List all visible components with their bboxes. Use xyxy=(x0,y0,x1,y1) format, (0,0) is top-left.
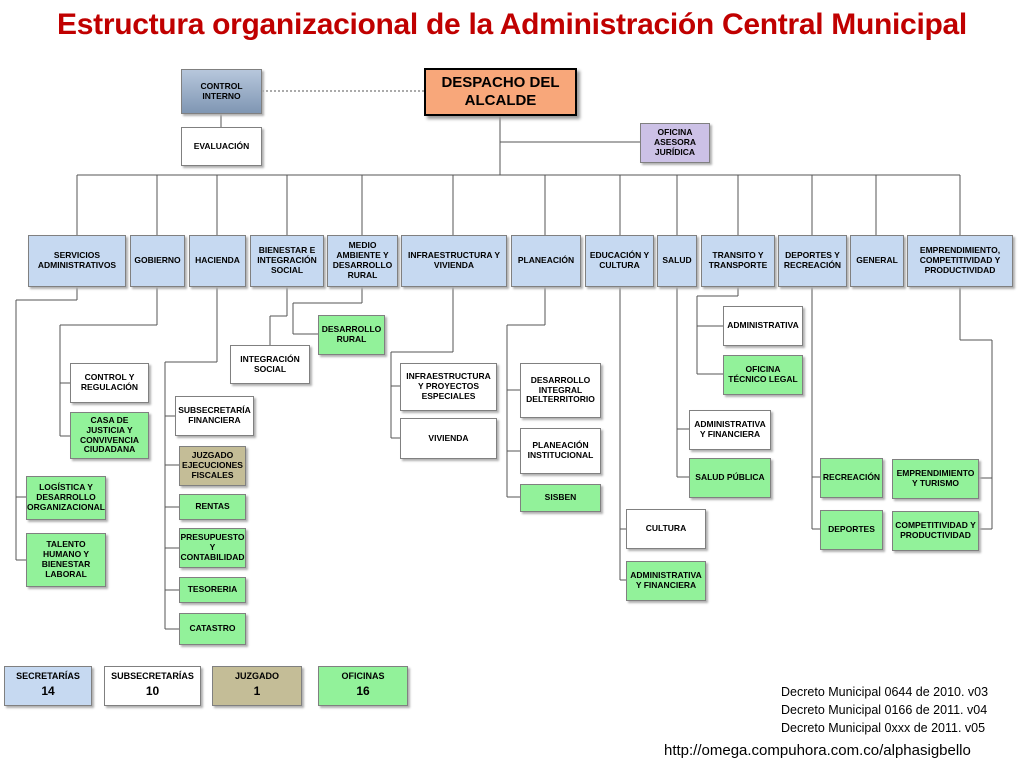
box-sec-gobierno: GOBIERNO xyxy=(130,235,185,287)
box-catastro: CATASTRO xyxy=(179,613,246,645)
box-emprendimiento-turismo: EMPRENDIMIENTO Y TURISMO xyxy=(892,459,979,499)
legend-label: JUZGADO xyxy=(234,671,279,681)
box-recreacion: RECREACIÓN xyxy=(820,458,883,498)
box-administrativa-transito: ADMINISTRATIVA xyxy=(723,306,803,346)
box-evaluacion: EVALUACIÓN xyxy=(181,127,262,166)
page-title: Estructura organizacional de la Administ… xyxy=(57,8,967,41)
legend-juzgado: JUZGADO 1 xyxy=(212,666,302,706)
box-sec-salud: SALUD xyxy=(657,235,697,287)
box-planeacion-institucional: PLANEACIÓN INSTITUCIONAL xyxy=(520,428,601,474)
box-adm-financiera-educacion: ADMINISTRATIVA Y FINANCIERA xyxy=(626,561,706,601)
box-adm-financiera-salud: ADMINISTRATIVA Y FINANCIERA xyxy=(689,410,771,450)
decree-line: Decreto Municipal 0166 de 2011. v04 xyxy=(781,703,988,717)
legend-secretarias: SECRETARÍAS 14 xyxy=(4,666,92,706)
box-sec-bienestar: BIENESTAR E INTEGRACIÓN SOCIAL xyxy=(250,235,324,287)
decree-notes: Decreto Municipal 0644 de 2010. v03 Decr… xyxy=(781,683,988,737)
legend-oficinas: OFICINAS 16 xyxy=(318,666,408,706)
box-rentas: RENTAS xyxy=(179,494,246,520)
legend-label: SUBSECRETARÍAS xyxy=(111,671,194,681)
box-sec-educacion: EDUCACIÓN Y CULTURA xyxy=(585,235,654,287)
box-integracion-social: INTEGRACIÓN SOCIAL xyxy=(230,345,310,384)
box-sec-emprendimiento: EMPRENDIMIENTO, COMPETITIVIDAD Y PRODUCT… xyxy=(907,235,1013,287)
box-sec-general: GENERAL xyxy=(850,235,904,287)
box-subsecretaria-financiera: SUBSECRETARÍA FINANCIERA xyxy=(175,396,254,436)
box-juzgado-ejecuciones: JUZGADO EJECUCIONES FISCALES xyxy=(179,446,246,486)
box-sec-transito: TRANSITO Y TRANSPORTE xyxy=(701,235,775,287)
box-infra-proyectos: INFRAESTRUCTURA Y PROYECTOS ESPECIALES xyxy=(400,363,497,411)
box-oficina-asesora-juridica: OFICINA ASESORA JURÍDICA xyxy=(640,123,710,163)
box-sisben: SISBEN xyxy=(520,484,601,512)
box-sec-medio-ambiente: MEDIO AMBIENTE Y DESARROLLO RURAL xyxy=(327,235,398,287)
box-desarrollo-rural: DESARROLLO RURAL xyxy=(318,315,385,355)
box-talento-humano: TALENTO HUMANO Y BIENESTAR LABORAL xyxy=(26,533,106,587)
box-desarrollo-territorio: DESARROLLO INTEGRAL DELTERRITORIO xyxy=(520,363,601,418)
box-sec-hacienda: HACIENDA xyxy=(189,235,246,287)
box-presupuesto: PRESUPUESTO Y CONTABILIDAD xyxy=(179,528,246,568)
box-sec-infraestructura: INFRAESTRUCTURA Y VIVIENDA xyxy=(401,235,507,287)
legend-label: SECRETARÍAS xyxy=(16,671,80,681)
source-url: http://omega.compuhora.com.co/alphasigbe… xyxy=(664,742,971,759)
box-sec-deportes: DEPORTES Y RECREACIÓN xyxy=(778,235,847,287)
box-deportes-unit: DEPORTES xyxy=(820,510,883,550)
decree-line: Decreto Municipal 0xxx de 2011. v05 xyxy=(781,721,986,735)
box-cultura: CULTURA xyxy=(626,509,706,549)
box-oficina-tecnico-legal: OFICINA TÉCNICO LEGAL xyxy=(723,355,803,395)
box-competitividad-productividad: COMPETITIVIDAD Y PRODUCTIVIDAD xyxy=(892,511,979,551)
box-logistica: LOGÍSTICA Y DESARROLLO ORGANIZACIONAL xyxy=(26,476,106,520)
legend-label: OFICINAS xyxy=(341,671,385,681)
legend-count: 16 xyxy=(356,684,370,699)
box-salud-publica: SALUD PÚBLICA xyxy=(689,458,771,498)
box-sec-planeacion: PLANEACIÓN xyxy=(511,235,581,287)
legend-count: 14 xyxy=(41,684,55,699)
box-vivienda: VIVIENDA xyxy=(400,418,497,459)
box-control-regulacion: CONTROL Y REGULACIÓN xyxy=(70,363,149,403)
box-despacho-alcalde: DESPACHO DEL ALCALDE xyxy=(424,68,577,116)
box-control-interno: CONTROL INTERNO xyxy=(181,69,262,114)
legend-count: 1 xyxy=(253,684,261,699)
box-tesoreria: TESORERIA xyxy=(179,577,246,603)
box-casa-justicia: CASA DE JUSTICIA Y CONVIVENCIA CIUDADANA xyxy=(70,412,149,459)
box-sec-servicios-administrativos: SERVICIOS ADMINISTRATIVOS xyxy=(28,235,126,287)
legend-subsecretarias: SUBSECRETARÍAS 10 xyxy=(104,666,201,706)
decree-line: Decreto Municipal 0644 de 2010. v03 xyxy=(781,685,989,699)
legend-count: 10 xyxy=(145,684,160,699)
